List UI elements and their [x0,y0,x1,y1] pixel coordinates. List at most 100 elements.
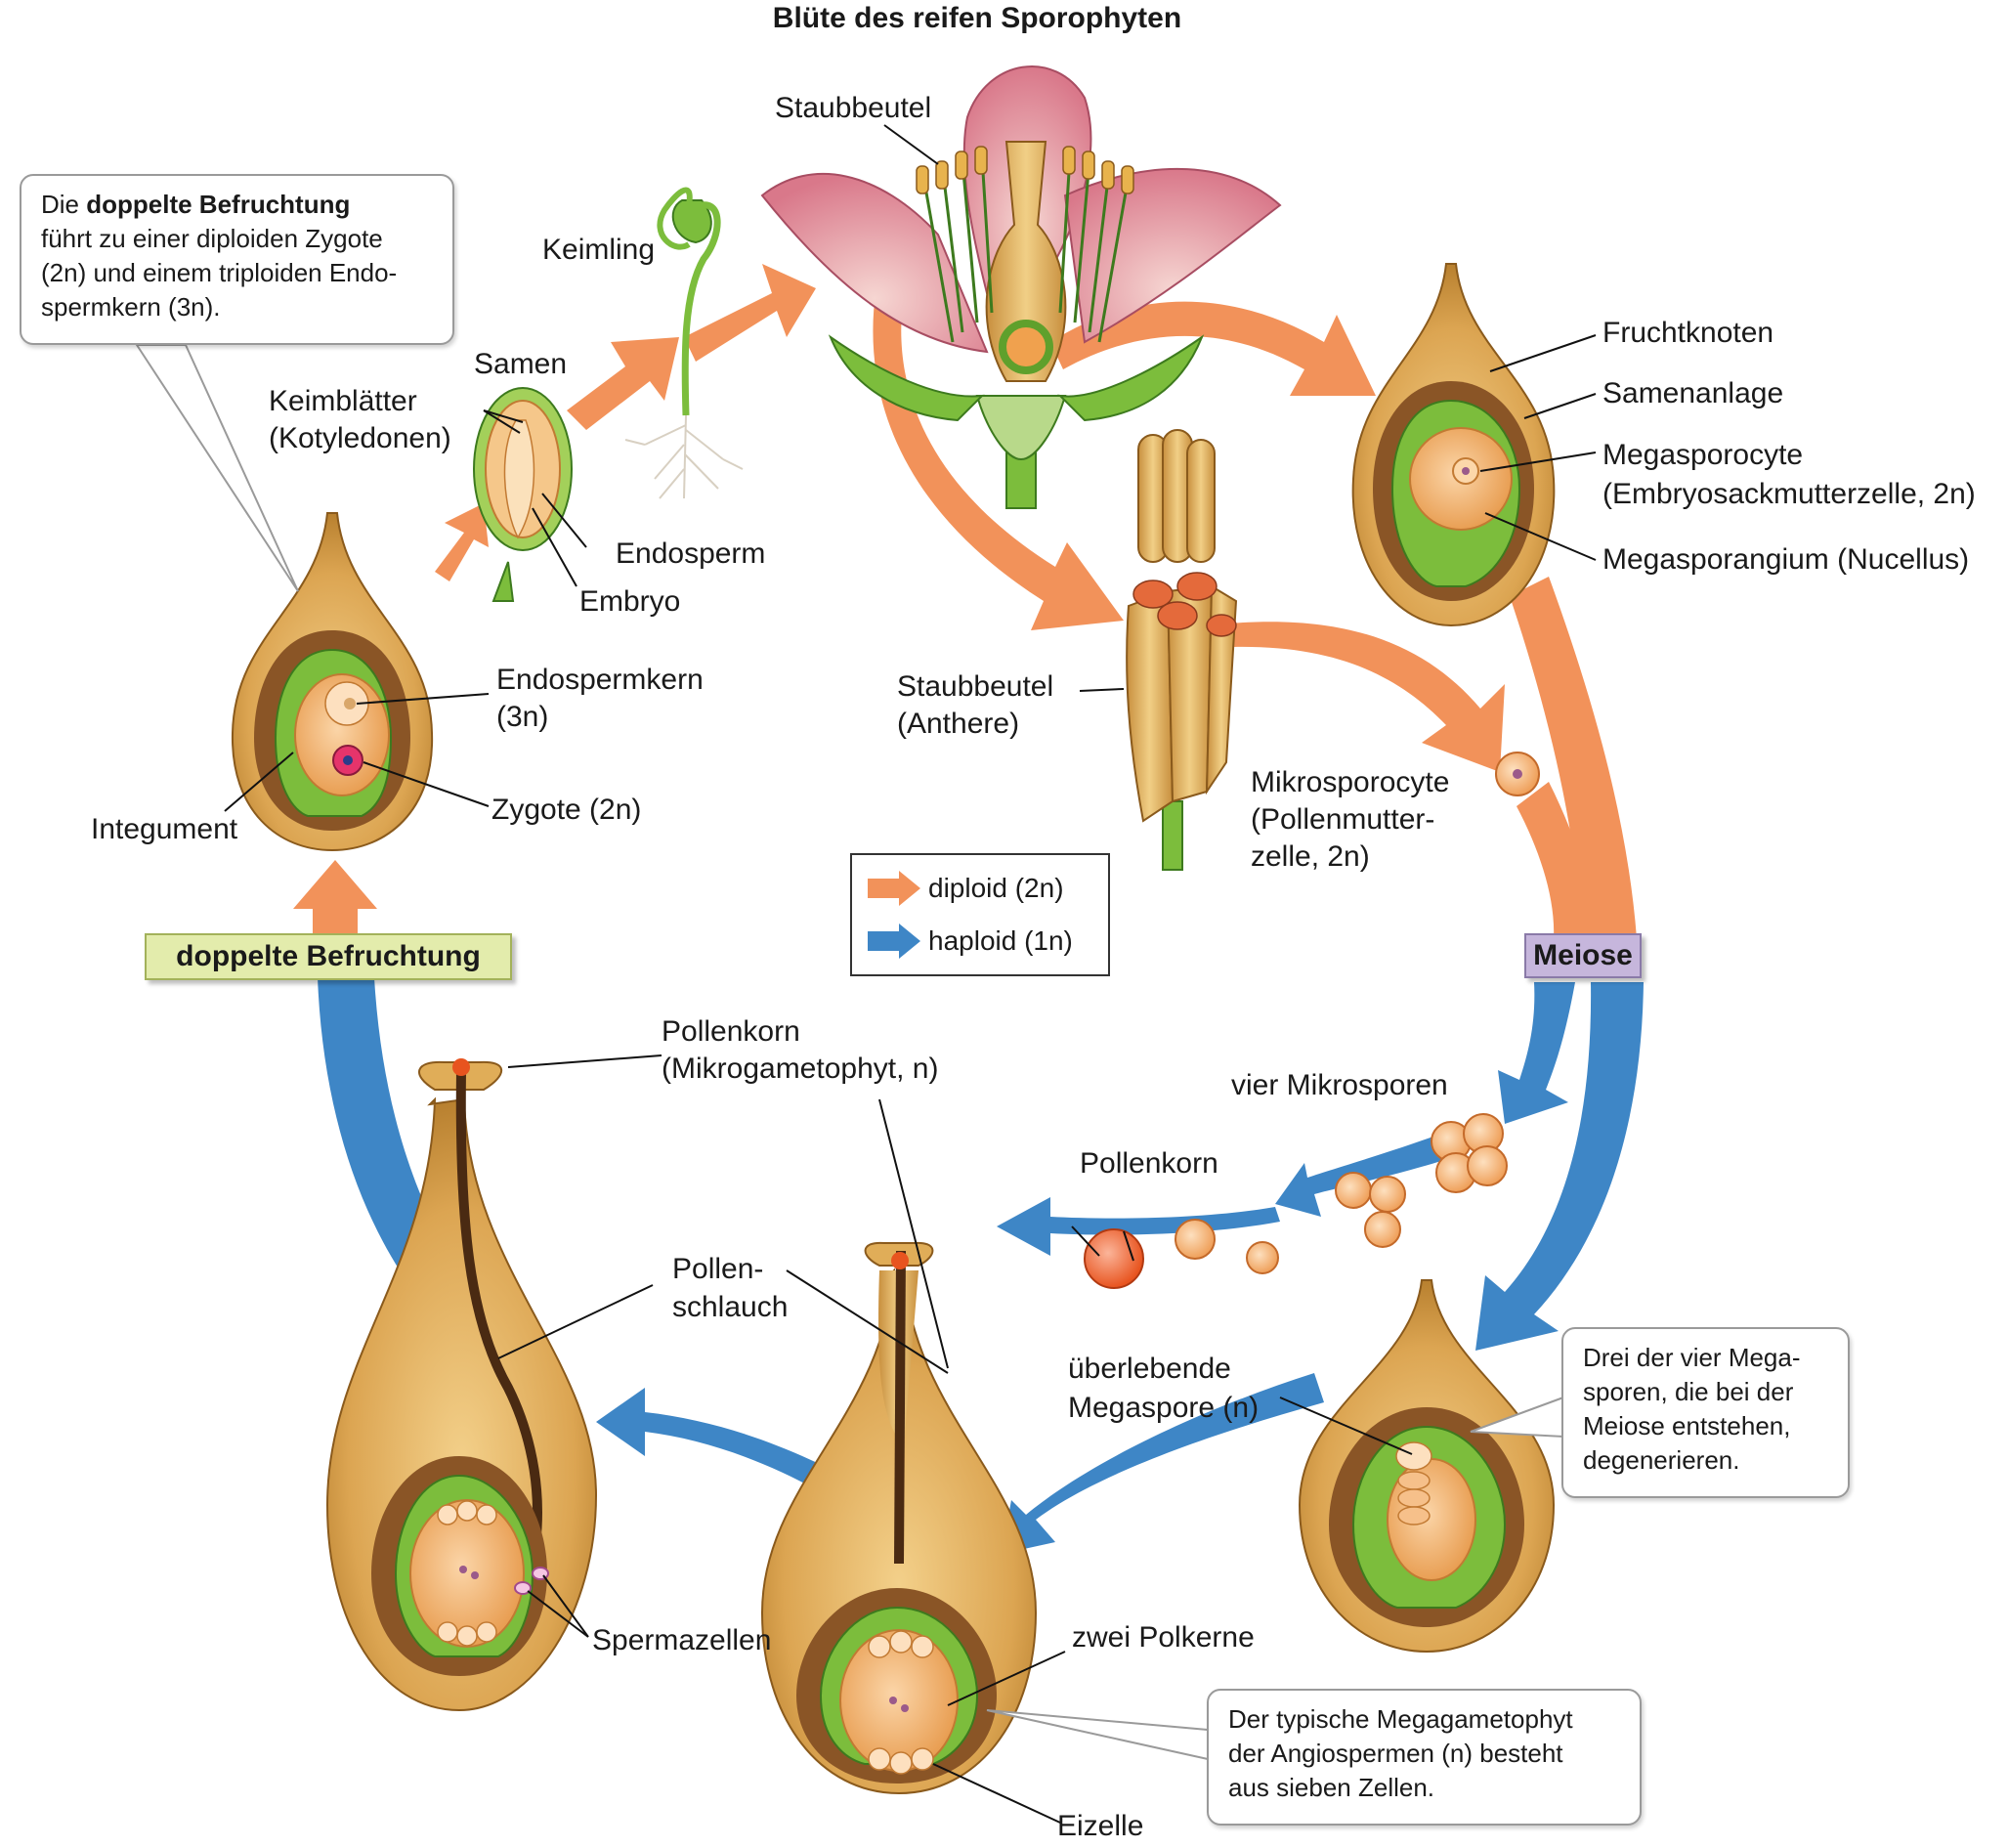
flower-stamens [921,155,1131,343]
label-embryo: Embryo [579,585,680,618]
label-anther-detail: (Anthere) [897,708,1019,740]
pollen-grain-mature [1084,1228,1144,1289]
label-fruit-ovary: Fruchtknoten [1602,317,1773,349]
label-microsporocyte-detail-1: (Pollenmutter- [1251,803,1434,836]
anther-body [1126,584,1238,823]
label-pollen-grain: Pollenkorn [1080,1147,1218,1180]
label-megasporocyte-detail: (Embryosackmutterzelle, 2n) [1602,478,1976,510]
callout-megagametophyte-line1: Der typische Megagametophyt [1228,1704,1573,1734]
diploid-arrow-fertilization-to-ovule [293,860,377,933]
legend-row-diploid: diploid (2n) [866,869,1064,908]
pollen-grain-on-stigma-left [452,1058,470,1076]
flower-illustration [760,64,1282,509]
haploid-arrow-meiosis-to-microspores [1498,982,1575,1124]
label-microsporocyte: Mikrosporocyte [1251,766,1449,798]
anther-filament [1162,800,1183,871]
four-microspores-tetrad [1431,1113,1508,1193]
ovule-megagametophyte [760,1241,1038,1795]
label-pollen-tube: Pollen- [672,1253,763,1285]
diploid-arrow-anther-to-microsporocyte [1229,622,1505,772]
callout-megaspores-line4: degenerieren. [1583,1445,1740,1475]
seedling-roots [624,414,744,499]
surviving-megaspore [1395,1441,1432,1471]
haploid-arrow-meiosis-to-megaspore [1475,982,1644,1351]
diploid-arrow-ovule-to-seed [435,503,489,581]
label-megasporangium: Megasporangium (Nucellus) [1602,543,1969,576]
callout-megaspores-line1: Drei der vier Mega- [1583,1343,1801,1372]
label-stamen-top: Staubbeutel [775,92,931,124]
label-cotyledons-detail: (Kotyledonen) [269,422,451,454]
diploid-arrows [293,235,1637,938]
label-ovule: Samenanlage [1602,377,1783,409]
label-seed: Samen [474,348,567,380]
seedling-illustration [624,187,744,499]
ovule-megasporocyte [1351,263,1556,627]
label-endosperm: Endosperm [616,537,765,570]
label-two-polar-nuclei: zwei Polkerne [1072,1621,1255,1654]
flower-pistil [985,141,1067,382]
callout-megaspores: Drei der vier Mega- sporen, die bei der … [1561,1327,1850,1498]
callout-double-fertilization: Die doppelte Befruchtung führt zu einer … [20,174,454,345]
callout-line3: (2n) und einem triploiden Endo- [41,258,398,287]
legend: diploid (2n) haploid (1n) [850,853,1110,976]
label-anther: Staubbeutel [897,670,1053,703]
label-surviving-megaspore: überlebende [1068,1353,1231,1385]
double-fertilization-tag: doppelte Befruchtung [145,933,512,980]
seed-embryo [503,419,535,539]
callout-line1-pre: Die [41,190,87,219]
label-pollen-grain-micro-detail: (Mikrogametophyt, n) [662,1053,938,1085]
seed-illustration [473,387,573,602]
anther-top-fragment [1137,429,1216,563]
egg-apparatus [868,1747,934,1775]
label-endosperm-nucleus: Endospermkern [496,664,704,696]
callout-line1-bold: doppelte Befruchtung [86,190,351,219]
anther-illustration [1126,429,1238,871]
diagram-title: Blüte des reifen Sporophyten [773,2,1181,34]
callout-megaspores-line2: sporen, die bei der [1583,1377,1794,1406]
label-pollen-tube-2: schlauch [672,1291,788,1323]
label-surviving-megaspore-detail: Megaspore (n) [1068,1392,1259,1424]
callout-megaspores-line3: Meiose entstehen, [1583,1411,1791,1440]
haploid-arrow-megaspore-to-gametophyte [1002,1373,1324,1554]
pollen-grain-on-stigma-center [891,1252,909,1269]
callout-megagametophyte-line3: aus sieben Zellen. [1228,1773,1435,1802]
flower-sepal-right [1057,334,1205,422]
legend-diploid-label: diploid (2n) [928,873,1064,903]
leader-lines [224,124,1597,1824]
polar-nuclei [889,1697,897,1704]
diploid-arrow-microsporocyte-to-meiosis [1517,782,1594,938]
flower-petal-right [1063,167,1282,344]
microsporocyte-cell [1495,752,1540,796]
haploid-arrow-icon [868,924,920,959]
legend-haploid-label: haploid (1n) [928,925,1073,956]
ovule-pollinated [325,1058,598,1712]
ovule-megaspore [1298,1279,1556,1654]
label-zygote: Zygote (2n) [491,794,641,826]
label-integument: Integument [91,813,238,845]
flower-sepal-left [828,334,985,422]
haploid-arrow-gametophyte-to-pollinated [596,1388,879,1520]
label-egg-cell: Eizelle [1057,1810,1143,1842]
callout-pointers [135,344,1564,1761]
label-microsporocyte-detail-2: zelle, 2n) [1251,840,1370,873]
label-four-microspores: vier Mikrosporen [1231,1069,1448,1101]
separating-microspores [1335,1172,1406,1248]
flower-anthers [916,146,1134,194]
flower-ovary-ovule [999,320,1053,374]
meiosis-tag: Meiose [1524,933,1642,978]
ovule-zygote [231,512,434,852]
diploid-arrow-seed-to-seedling [567,337,679,430]
diagram-labels: Staubbeutel Fruchtknoten Samenanlage Meg… [91,92,1976,1842]
diploid-arrow-flower-to-ovule [1050,301,1376,396]
callout-megagametophyte-line2: der Angiospermen (n) besteht [1228,1739,1563,1768]
flower-receptacle [975,395,1067,461]
diploid-arrow-megasporangium-to-meiosis [1510,577,1637,938]
diploid-arrow-seedling-to-flower [684,264,816,362]
label-megasporocyte: Megasporocyte [1602,439,1803,471]
flower-petal-left [760,173,989,354]
callout-line4: spermkern (3n). [41,292,221,322]
callout-megagametophyte: Der typische Megagametophyt der Angiospe… [1207,1689,1642,1826]
antipodal-cells [868,1630,934,1658]
label-pollen-grain-micro: Pollenkorn [662,1015,800,1048]
